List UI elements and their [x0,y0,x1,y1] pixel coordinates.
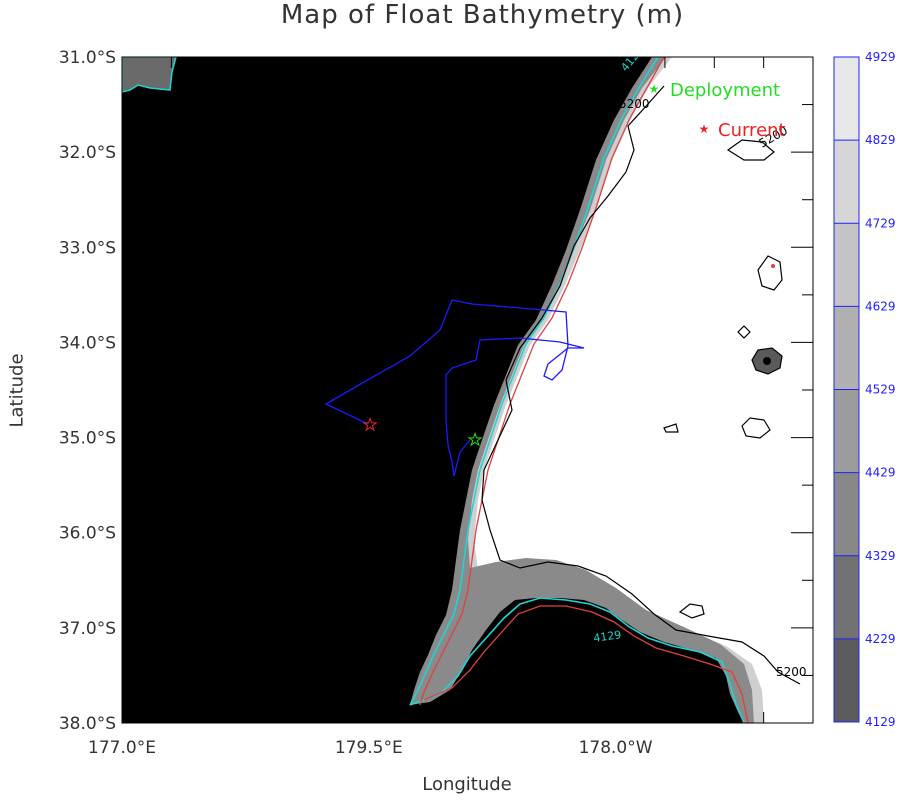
colorbar-label: 4629 [865,299,896,313]
contour-ring-2 [757,255,783,291]
lat-tick-label: 33.0°S [59,238,116,258]
colorbar-label: 4529 [865,383,896,397]
lon-tick-label: 177.0°E [88,738,156,758]
contour-ring-6 [737,325,751,339]
lat-tick-label: 36.0°S [59,524,116,544]
lat-tick-label: 31.0°S [59,48,116,68]
colorbar: 4929 4829 4729 4629 4529 4429 4329 4229 4129 [833,50,896,729]
lon-tick-label: 179.5°E [335,738,403,758]
cyan-contour [409,57,659,706]
contour-ring-4 [741,417,771,439]
colorbar-label: 4329 [865,549,896,563]
colorbar-band [834,306,859,390]
contour-label-5200-bottom: 5200 [776,665,807,679]
colorbar-label: 4729 [865,216,896,230]
colorbar-band [834,389,859,473]
land-mass [122,57,744,723]
lat-tick-label: 32.0°S [59,143,116,163]
colorbar-band [834,472,859,556]
colorbar-band [834,638,859,722]
black-5200-contour [481,85,801,685]
contour-ring-1 [726,139,775,161]
seamount-dot-1 [771,264,775,268]
contour-ring-5 [678,603,705,619]
seamount-dot-2 [763,357,771,365]
latitude-axis: 31.0°S 32.0°S 33.0°S 34.0°S 35.0°S 36.0°S 37.0… [59,48,813,734]
colorbar-label: 4129 [865,715,896,729]
lat-tick-label: 38.0°S [59,714,116,734]
legend-deployment-star: ★ [649,82,660,96]
cyan-contour-south [409,597,745,723]
current-star: ★ [363,415,377,434]
legend-current-star: ★ [699,122,710,136]
colorbar-label: 4829 [865,133,896,147]
deployment-star: ★ [468,430,482,449]
x-axis-label: Longitude [422,774,512,795]
colorbar-label: 4429 [865,466,896,480]
legend-deployment-label: Deployment [670,80,780,101]
map-title: Map of Float Bathymetry (m) [280,0,685,30]
longitude-axis: 177.0°E 179.5°E 178.0°W [88,57,814,758]
island-top-left [122,57,177,93]
colorbar-band [834,140,859,224]
contour-label-4129-bottom: 4129 [593,628,623,645]
colorbar-label: 4929 [865,50,896,64]
contour-label-5200-top: 5200 [619,97,650,111]
contour-ring-7 [663,423,679,433]
lon-tick-label: 178.0°W [579,738,653,758]
colorbar-band [834,57,859,141]
colorbar-label: 4229 [865,632,896,646]
float-track [324,299,585,477]
lat-tick-label: 35.0°S [59,429,116,449]
legend-current-label: Current [718,120,786,141]
lat-tick-label: 37.0°S [59,619,116,639]
colorbar-band [834,555,859,639]
colorbar-band [834,223,859,307]
lat-tick-label: 34.0°S [59,333,116,353]
